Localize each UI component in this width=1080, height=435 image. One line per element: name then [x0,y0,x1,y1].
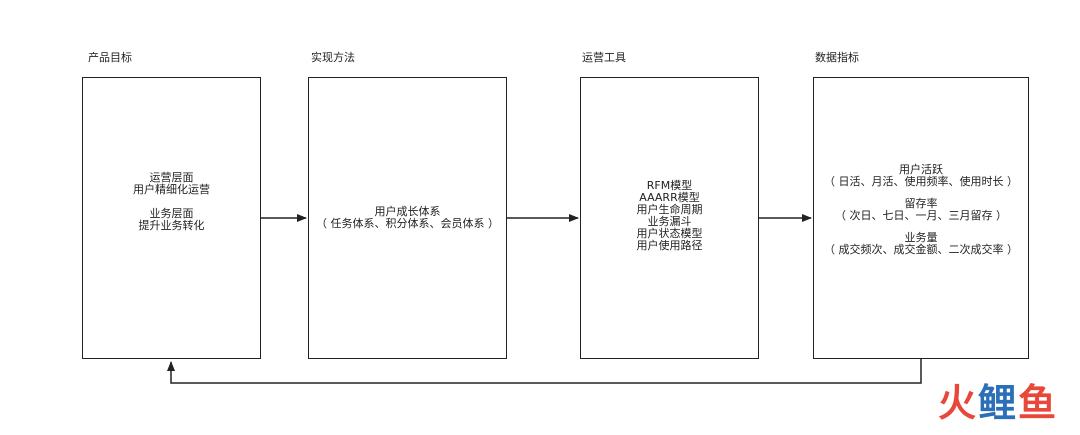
goal-line-2: 用户精细化运营 [133,183,210,196]
metrics-line-5: （ 次日、七日、一月、三月留存 ） [835,209,1007,222]
metrics-box-text: 用户活跃 （ 日活、月活、使用频率、使用时长 ） 留存率 （ 次日、七日、一月、… [814,164,1028,256]
tools-line-1: RFM模型 [646,179,693,192]
goal-line-1: 运营层面 [149,171,194,184]
metrics-line-8: （ 成交频次、成交金额、二次成交率 ） [824,243,1018,256]
tools-line-6: 用户使用路径 [636,239,703,252]
tools-line-5: 用户状态模型 [636,227,703,240]
metrics-line-4: 留存率 [904,197,938,210]
section-title-method: 实现方法 [311,51,355,64]
method-box: 用户成长体系 （ 任务体系、积分体系、会员体系 ） [308,77,507,359]
metrics-box: 用户活跃 （ 日活、月活、使用频率、使用时长 ） 留存率 （ 次日、七日、一月、… [813,77,1029,359]
watermark-char-3: 鱼 [1017,381,1058,425]
goal-line-4: 业务层面 [149,207,194,220]
watermark-char-1: 火 [937,381,978,425]
method-box-text: 用户成长体系 （ 任务体系、积分体系、会员体系 ） [309,206,506,230]
goal-box-text: 运营层面 用户精细化运营 业务层面 提升业务转化 [83,172,260,232]
section-title-goal: 产品目标 [88,51,132,64]
metrics-line-7: 业务量 [904,231,938,244]
method-line-1: 用户成长体系 [374,205,441,218]
metrics-line-1: 用户活跃 [899,163,943,176]
tools-box-text: RFM模型 AAARR模型 用户生命周期 业务漏斗 用户状态模型 用户使用路径 [581,180,758,252]
section-title-tools: 运营工具 [582,51,626,64]
arrow-feedback-loop [167,359,922,384]
tools-line-3: 用户生命周期 [636,203,703,216]
tools-line-2: AAARR模型 [639,191,700,204]
goal-line-5: 提升业务转化 [138,219,205,232]
watermark-char-2: 鲤 [977,381,1018,425]
goal-box: 运营层面 用户精细化运营 业务层面 提升业务转化 [82,77,261,359]
tools-box: RFM模型 AAARR模型 用户生命周期 业务漏斗 用户状态模型 用户使用路径 [580,77,759,359]
method-line-2: （ 任务体系、积分体系、会员体系 ） [316,217,499,230]
metrics-line-2: （ 日活、月活、使用频率、使用时长 ） [824,175,1018,188]
tools-line-4: 业务漏斗 [647,215,692,228]
section-title-metrics: 数据指标 [815,51,859,64]
watermark-logo: 火鲤鱼 [938,372,1058,427]
